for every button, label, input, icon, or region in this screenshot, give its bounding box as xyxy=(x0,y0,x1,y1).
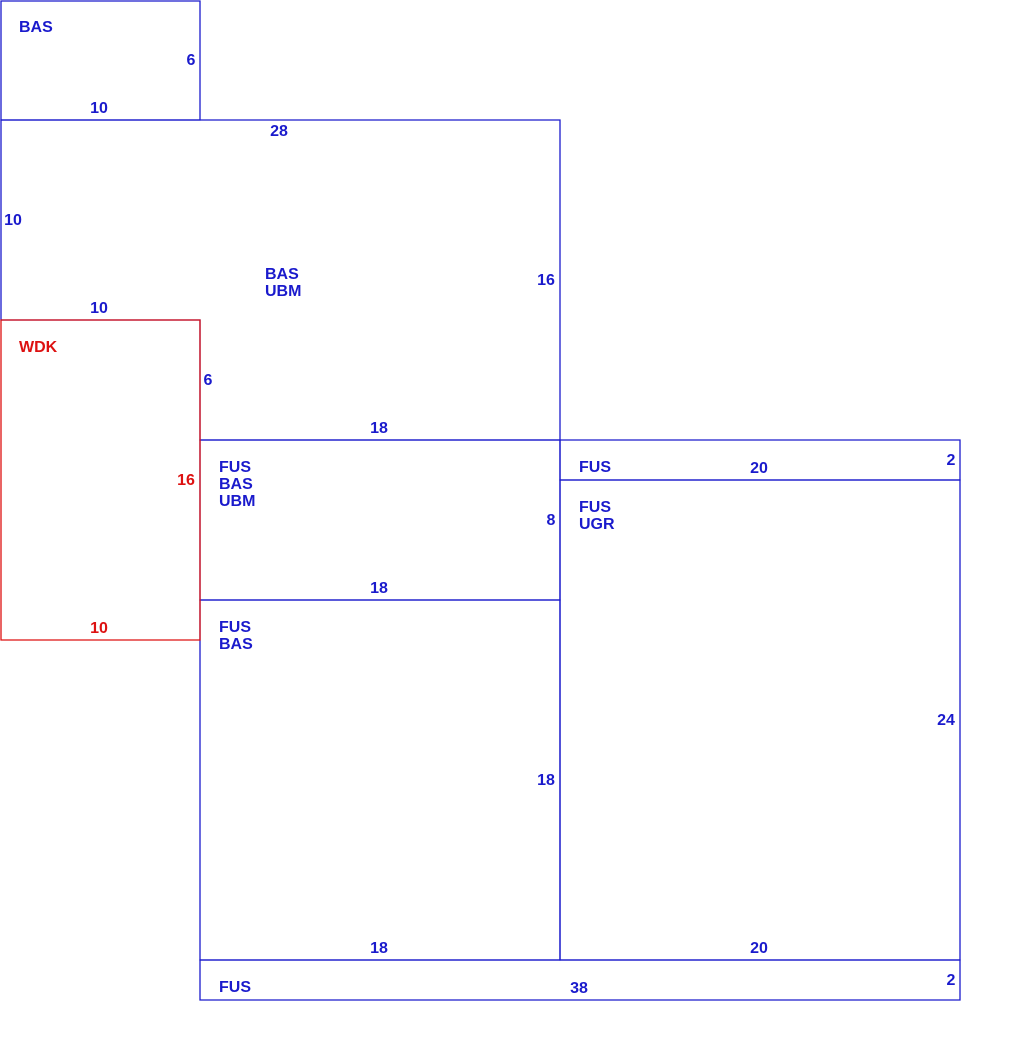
dimension-label-main-bottom: 18 xyxy=(370,420,388,437)
dimension-label-fbu-right: 8 xyxy=(547,512,556,529)
area-outline-fus-bas-ubm[interactable] xyxy=(199,439,561,601)
area-label-fus-strip-top: FUS xyxy=(579,459,611,476)
dimension-label-wdk-right: 16 xyxy=(177,472,195,489)
area-outline-wdk[interactable] xyxy=(0,319,201,641)
area-code-label: BAS xyxy=(219,476,253,493)
area-code-label: UBM xyxy=(219,493,255,510)
area-code-label: BAS xyxy=(219,636,253,653)
area-label-bas-top: BAS xyxy=(19,19,53,36)
area-code-label: FUS xyxy=(579,499,611,516)
dimension-label-strip-top-length: 20 xyxy=(750,460,768,477)
area-code-label: UGR xyxy=(579,516,615,533)
area-code-label: FUS xyxy=(219,459,251,476)
area-outline-fus-strip-bottom[interactable] xyxy=(199,959,961,1001)
area-code-label: BAS xyxy=(265,266,299,283)
dimension-label-ugr-right: 24 xyxy=(937,712,955,729)
area-code-label: UBM xyxy=(265,283,301,300)
area-outline-fus-ugr[interactable] xyxy=(559,479,961,961)
area-outlines xyxy=(0,0,961,1001)
area-code-label: BAS xyxy=(19,19,53,36)
dimension-label-fb-right: 18 xyxy=(537,772,555,789)
dimension-label-bas-top-bottom: 10 xyxy=(90,100,108,117)
dimension-label-ugr-bottom: 20 xyxy=(750,940,768,957)
dimension-label-strip-top-depth: 2 xyxy=(947,452,956,469)
dimension-label-fb-bottom: 18 xyxy=(370,940,388,957)
area-code-label: FUS xyxy=(219,619,251,636)
area-label-wdk: WDK xyxy=(19,339,58,356)
area-label-fus-strip-bottom: FUS xyxy=(219,979,251,996)
dimension-label-main-step: 6 xyxy=(204,372,213,389)
area-outline-fus-bas[interactable] xyxy=(199,599,561,961)
area-code-label: FUS xyxy=(579,459,611,476)
dimension-label-bas-top-right: 6 xyxy=(187,52,196,69)
area-code-label: FUS xyxy=(219,979,251,996)
dimension-label-main-bottom-left: 10 xyxy=(90,300,108,317)
dimension-label-fbu-bottom: 18 xyxy=(370,580,388,597)
area-code-label: WDK xyxy=(19,339,58,356)
dimension-label-strip-bottom-length: 38 xyxy=(570,980,588,997)
dimension-label-wdk-bottom: 10 xyxy=(90,620,108,637)
dimension-label-strip-bottom-depth: 2 xyxy=(947,972,956,989)
dimension-label-main-left: 10 xyxy=(4,212,22,229)
dimension-label-main-top: 28 xyxy=(270,123,288,140)
dimension-label-main-right: 16 xyxy=(537,272,555,289)
